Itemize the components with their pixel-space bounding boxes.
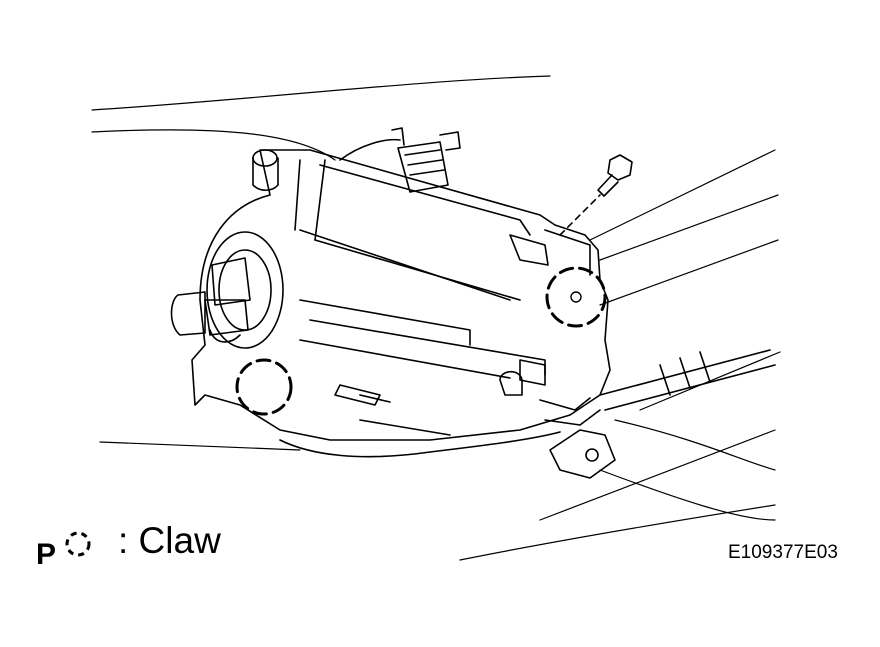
claw-marker-right [545,266,607,328]
reflector-housing [191,149,611,458]
claw-markers [235,266,607,416]
mounting-tab [549,429,616,479]
legend-marker-letter: P [36,538,57,571]
dashed-circle-icon [65,531,91,557]
legend-label: : Claw [118,520,221,561]
bulb-socket [170,231,284,349]
body-panel-lines [91,75,781,561]
bolt [559,154,633,236]
wire-harness [599,349,776,411]
claw-marker-left [235,358,293,416]
figure-code: E109377E03 [728,542,838,563]
harness-connector [339,127,461,193]
pivot-post [252,149,279,192]
